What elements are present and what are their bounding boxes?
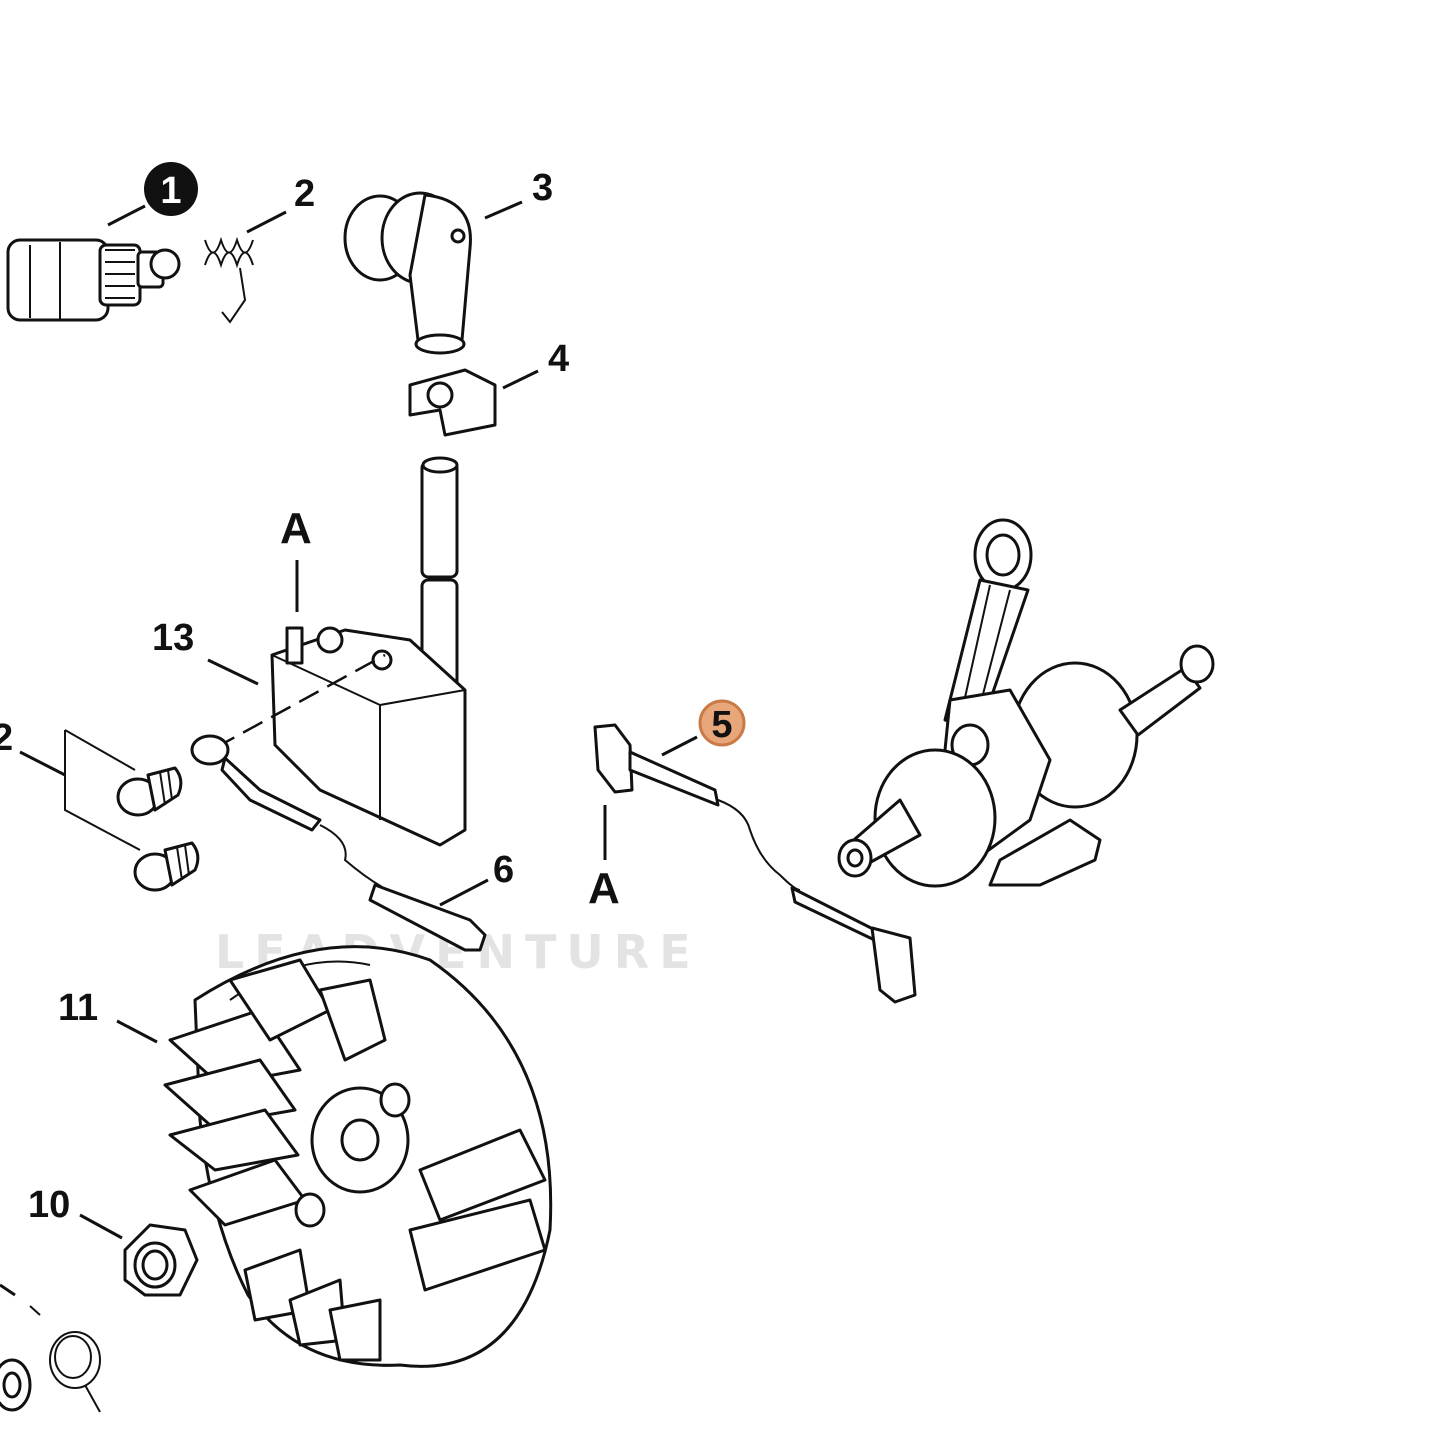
- callout-2[interactable]: 2: [294, 173, 315, 215]
- svg-text:5: 5: [711, 704, 732, 746]
- callout-4[interactable]: 4: [548, 338, 569, 380]
- screw-lower: [133, 841, 200, 892]
- callout-5[interactable]: 5: [698, 699, 746, 747]
- callout-11[interactable]: 11: [58, 987, 98, 1029]
- callout-13[interactable]: 13: [152, 617, 194, 659]
- clip: [408, 368, 497, 437]
- callout-6[interactable]: 6: [493, 849, 514, 891]
- flywheel: [163, 945, 553, 1368]
- callout-10[interactable]: 10: [28, 1184, 70, 1226]
- svg-text:1: 1: [160, 170, 181, 212]
- washer: [0, 1358, 32, 1412]
- section-marker-a-bottom: A: [588, 864, 620, 913]
- plug-boot: [343, 191, 472, 355]
- spring-clip: [29, 1305, 101, 1413]
- callout-1[interactable]: 1: [144, 162, 198, 216]
- spring: [204, 236, 254, 324]
- callout-3[interactable]: 3: [532, 167, 553, 209]
- spark-plug: [6, 238, 181, 322]
- callout-12[interactable]: 2: [0, 717, 13, 759]
- screw-upper: [116, 766, 183, 817]
- ignition-lead: [593, 723, 917, 1004]
- ignition-module: [270, 626, 467, 847]
- section-marker-a-top: A: [280, 504, 312, 553]
- crankshaft: [837, 518, 1215, 888]
- flywheel-nut: [123, 1223, 199, 1297]
- ground-wire: [190, 734, 487, 952]
